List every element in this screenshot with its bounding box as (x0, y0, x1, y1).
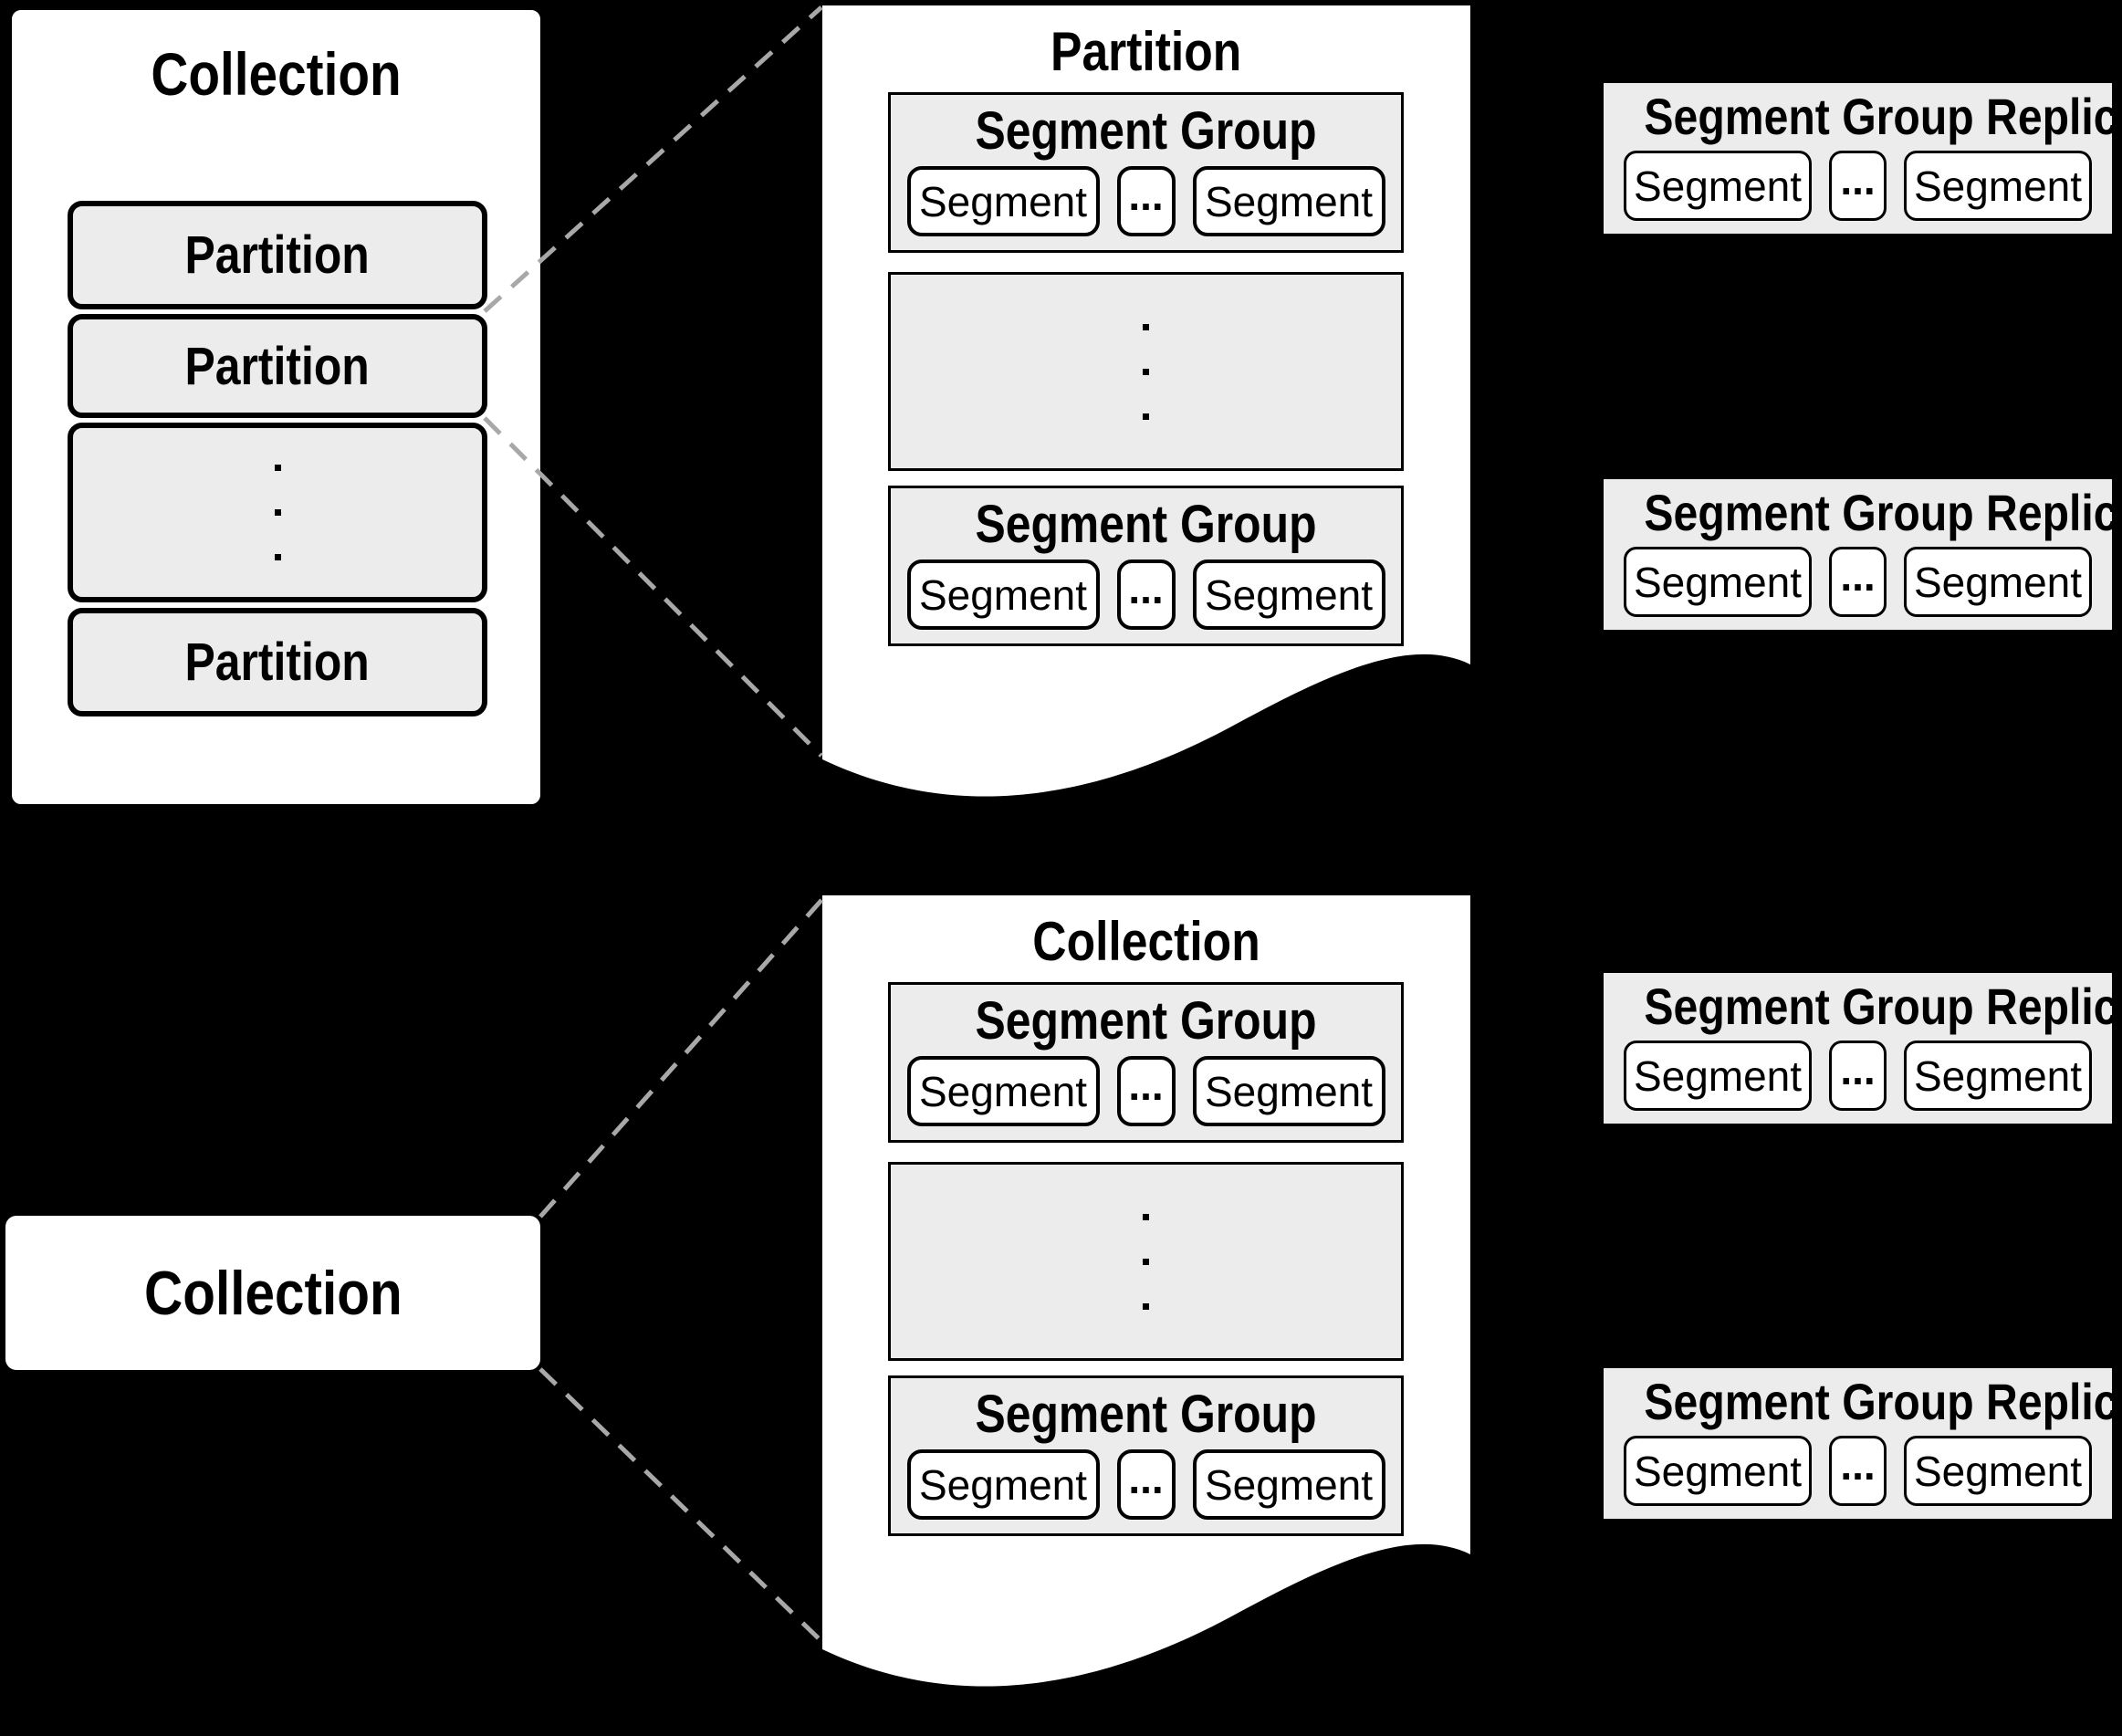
collection-page-title-text: Collection (1032, 911, 1260, 972)
segment-ellipsis-box: ... (1116, 559, 1176, 630)
segment-box: Segment (1904, 151, 2092, 221)
segment-box: Segment (1192, 1449, 1385, 1520)
segment-group-box: Segment Group Segment ... Segment (888, 486, 1404, 646)
collection-box-title-text: Collection (151, 40, 402, 108)
segment-group-vertical-ellipsis-box (888, 272, 1404, 471)
segment-ellipsis-box: ... (1116, 1449, 1176, 1520)
segment-group-title: Segment Group (975, 991, 1317, 1051)
segment-group-box: Segment Group Segment ... Segment (888, 982, 1404, 1143)
segment-box: Segment (1624, 151, 1812, 221)
ellipsis-dot-icon (1143, 323, 1149, 330)
segment-row: Segment ... Segment (1604, 151, 2112, 221)
segment-row: Segment ... Segment (1604, 1436, 2112, 1506)
segment-group-title: Segment Group (975, 495, 1317, 554)
segment-box: Segment (1624, 1436, 1812, 1506)
segment-ellipsis-box: ... (1116, 166, 1176, 236)
segment-row: Segment ... Segment (891, 1449, 1401, 1520)
segment-group-box: Segment Group Segment ... Segment (888, 92, 1404, 253)
ellipsis-dot-icon (274, 554, 281, 560)
segment-row: Segment ... Segment (891, 1056, 1401, 1126)
segment-group-replica-title: Segment Group Replica (1644, 484, 2122, 541)
segment-box: Segment (1904, 547, 2092, 617)
segment-group-replica-box-2: Segment Group Replica Segment ... Segmen… (1601, 476, 2122, 633)
ellipsis-dot-icon (1143, 413, 1149, 420)
ellipsis-dot-icon (1143, 1258, 1149, 1265)
segment-box: Segment (906, 166, 1100, 236)
collection-label-text: Collection (143, 1258, 402, 1328)
partition-page-title-text: Partition (1051, 21, 1242, 82)
segment-group-replica-title: Segment Group Replica (1644, 978, 2122, 1035)
segment-box: Segment (1192, 1056, 1385, 1126)
ellipsis-dot-icon (274, 509, 281, 516)
segment-row: Segment ... Segment (1604, 547, 2112, 617)
partition-vertical-ellipsis-box (68, 423, 487, 602)
partition-page: Partition Segment Group Segment ... Segm… (822, 5, 1470, 827)
segment-box: Segment (1624, 1041, 1812, 1111)
segment-box: Segment (906, 1449, 1100, 1520)
segment-box: Segment (1192, 559, 1385, 630)
segment-box: Segment (1904, 1041, 2092, 1111)
ellipsis-dot-icon (1143, 1302, 1149, 1310)
partition-item-3-label: Partition (184, 633, 371, 692)
segment-group-title: Segment Group (975, 1385, 1317, 1444)
segment-ellipsis-box: ... (1829, 547, 1887, 617)
dashed-connector-collection-top (538, 895, 826, 1218)
collection-box-title: Collection (12, 39, 540, 109)
segment-group-replica-box-1: Segment Group Replica Segment ... Segmen… (1601, 80, 2122, 236)
collection-box: Collection Partition Partition Partition (6, 5, 546, 810)
partition-item-2: Partition (68, 314, 487, 418)
segment-ellipsis-box: ... (1829, 1436, 1887, 1506)
partition-item-3: Partition (68, 608, 487, 716)
segment-group-replica-box-4: Segment Group Replica Segment ... Segmen… (1601, 1365, 2122, 1522)
ellipsis-dot-icon (1143, 368, 1149, 375)
collection-page: Collection Segment Group Segment ... Seg… (822, 895, 1470, 1717)
partition-item-1: Partition (68, 201, 487, 309)
collection-page-title: Collection (822, 910, 1470, 973)
dashed-connector-collection-bottom (538, 1367, 826, 1646)
segment-group-title: Segment Group (975, 101, 1317, 161)
segment-box: Segment (1904, 1436, 2092, 1506)
partition-page-title: Partition (822, 20, 1470, 83)
segment-group-replica-title: Segment Group Replica (1644, 1373, 2122, 1430)
segment-box: Segment (906, 559, 1100, 630)
segment-box: Segment (1192, 166, 1385, 236)
segment-row: Segment ... Segment (1604, 1041, 2112, 1111)
collection-label-box: Collection (5, 1216, 540, 1370)
segment-row: Segment ... Segment (891, 559, 1401, 630)
segment-group-replica-title: Segment Group Replica (1644, 88, 2122, 145)
ellipsis-dot-icon (274, 465, 281, 471)
segment-box: Segment (906, 1056, 1100, 1126)
segment-ellipsis-box: ... (1829, 151, 1887, 221)
ellipsis-dot-icon (1143, 1213, 1149, 1220)
segment-ellipsis-box: ... (1116, 1056, 1176, 1126)
segment-group-replica-box-3: Segment Group Replica Segment ... Segmen… (1601, 970, 2122, 1126)
segment-group-vertical-ellipsis-box (888, 1162, 1404, 1361)
segment-box: Segment (1624, 547, 1812, 617)
segment-group-box: Segment Group Segment ... Segment (888, 1375, 1404, 1536)
partition-item-2-label: Partition (184, 336, 371, 396)
segment-ellipsis-box: ... (1829, 1041, 1887, 1111)
segment-row: Segment ... Segment (891, 166, 1401, 236)
partition-item-1-label: Partition (184, 225, 371, 285)
